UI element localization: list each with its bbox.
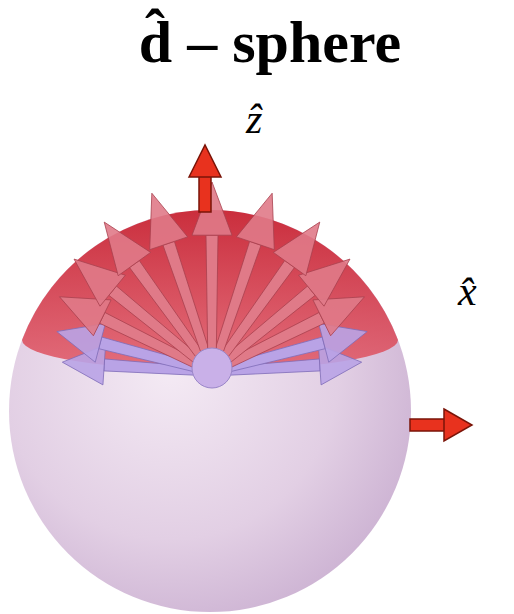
center-ball xyxy=(192,348,232,388)
vector-cone xyxy=(273,222,319,276)
vector-cone xyxy=(150,193,188,249)
vector-cone xyxy=(104,222,150,276)
vector-cone xyxy=(319,324,367,363)
diagram-title: d̂ – sphere xyxy=(90,12,450,72)
vector-cone xyxy=(57,324,105,363)
vector-cone xyxy=(192,182,232,235)
axis-label: ẑ xyxy=(246,98,262,140)
z-axis-arrow xyxy=(189,145,221,212)
axis-label: x̂ xyxy=(458,270,477,312)
sphere-body xyxy=(9,210,411,612)
x-axis-arrow xyxy=(410,409,472,441)
vector-cone xyxy=(236,193,274,249)
